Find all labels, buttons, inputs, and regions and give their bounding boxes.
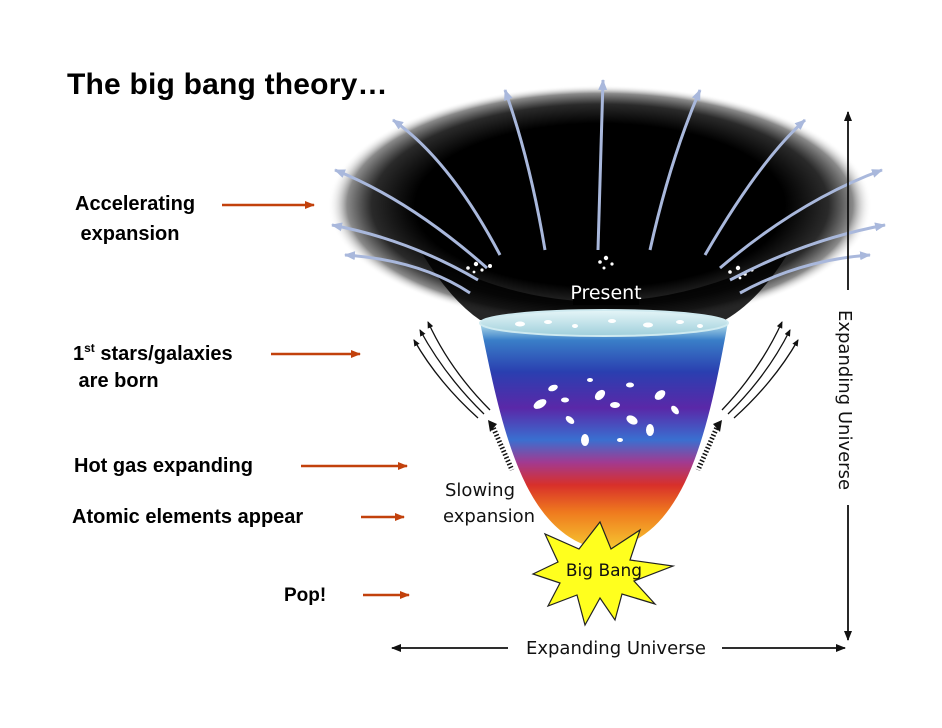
- rim-galaxies: [515, 319, 703, 328]
- present-label-box: [573, 278, 639, 305]
- space-lower-shadow: [420, 250, 790, 320]
- big-bang-starburst: [531, 520, 676, 627]
- expansion-arrows: [331, 79, 886, 295]
- pointer-arrows: [222, 201, 410, 599]
- funnel-rim: [479, 309, 729, 337]
- funnel-body: [480, 322, 728, 549]
- page-title: The big bang theory…: [67, 68, 388, 101]
- label-first-stars-line2: are born: [73, 370, 159, 392]
- slowing-label-line2: expansion: [443, 506, 535, 527]
- present-label: Present: [570, 282, 641, 304]
- slowing-label-line1: Slowing: [445, 480, 515, 501]
- vertical-axis-label: Expanding Universe: [834, 310, 855, 490]
- label-pop: Pop!: [284, 585, 327, 606]
- left-slowing-arrow: [488, 420, 515, 472]
- funnel-galaxies: [533, 378, 679, 446]
- label-first-stars-line1: 1st stars/galaxies: [73, 340, 233, 369]
- right-curved-arrows: [721, 321, 799, 419]
- right-slowing-arrow: [695, 420, 722, 472]
- big-bang-label: Big Bang: [566, 561, 642, 581]
- label-hot-gas: Hot gas expanding: [74, 455, 253, 477]
- label-first-stars-number: 1: [73, 343, 85, 365]
- label-first-stars-text: stars/galaxies: [94, 343, 233, 365]
- horizontal-axis-label: Expanding Universe: [526, 638, 706, 659]
- label-accelerating-line2: expansion: [75, 223, 180, 245]
- label-first-stars-suffix: st: [84, 341, 95, 355]
- label-accelerating-line1: Accelerating: [75, 193, 196, 215]
- label-atomic-elements: Atomic elements appear: [72, 506, 304, 528]
- left-curved-arrows: [413, 321, 491, 419]
